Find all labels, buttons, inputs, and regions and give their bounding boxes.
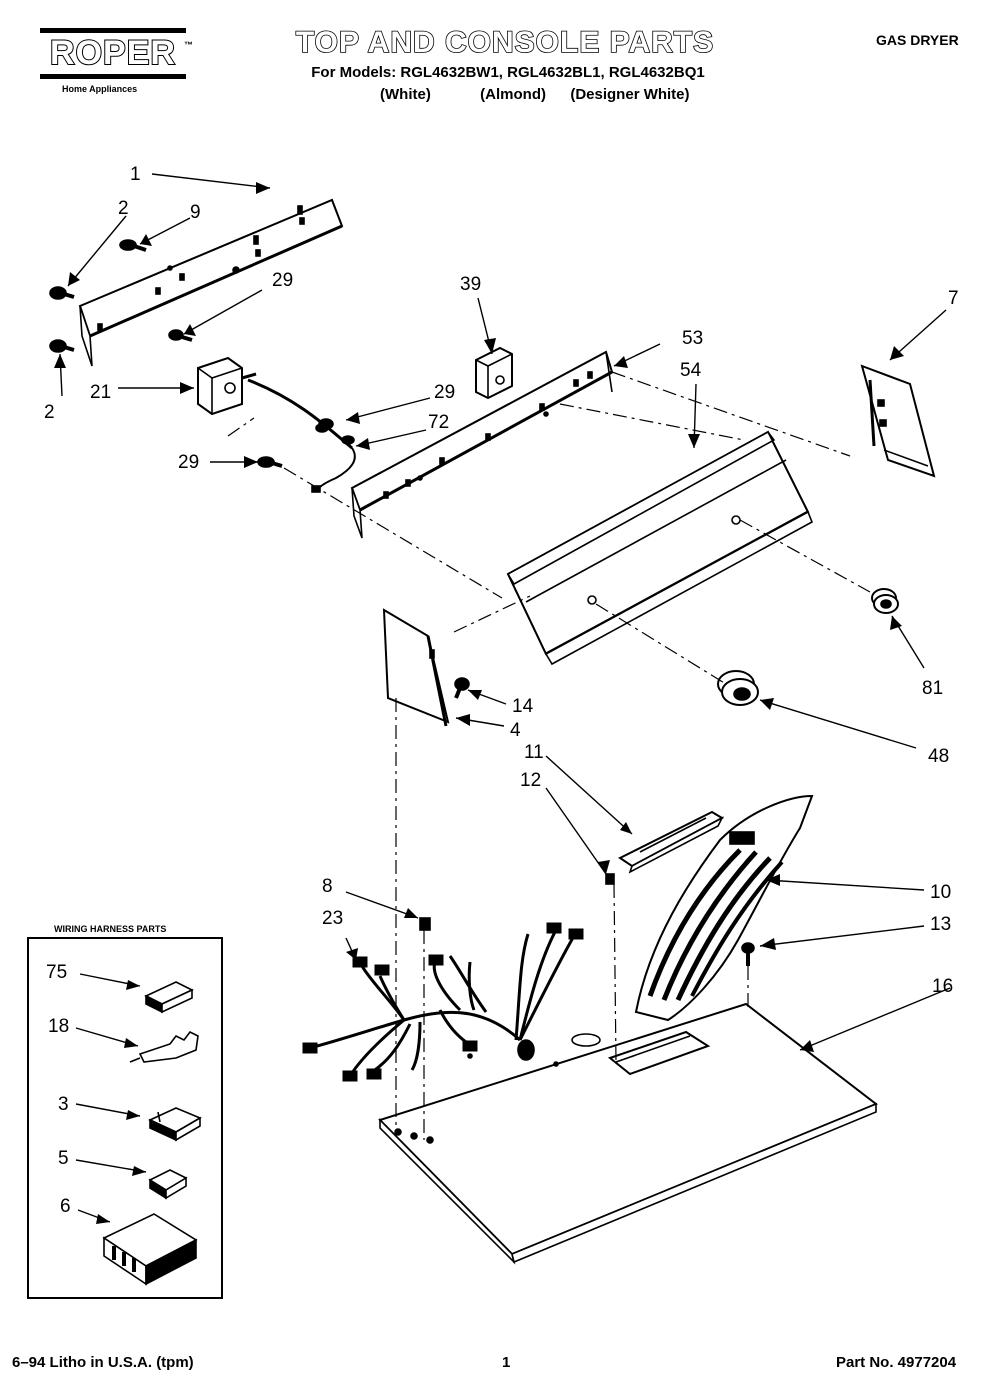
part-81-knob [871, 588, 899, 614]
part-16-top-panel [378, 1002, 878, 1265]
callout-53: 53 [682, 328, 703, 349]
screw-2-lower [49, 339, 75, 353]
harness-callout-75: 75 [46, 962, 67, 983]
harness-part-3 [148, 1107, 202, 1142]
color-almond: (Almond) [480, 86, 546, 103]
brand-name: ROPER [49, 34, 176, 72]
harness-callout-6: 6 [60, 1196, 71, 1217]
part-39-switch [475, 346, 513, 400]
harness-title: WIRING HARNESS PARTS [54, 924, 166, 934]
callout-48: 48 [928, 746, 949, 767]
part-53-console-bracket [350, 350, 614, 539]
screw-29-middle [318, 418, 334, 430]
part-72-wire-lead [247, 378, 356, 493]
color-designer-white: (Designer White) [570, 86, 690, 103]
roper-logo: ROPER [40, 28, 186, 80]
harness-part-75 [144, 981, 194, 1014]
wiring-harness-inset: WIRING HARNESS PARTS [27, 924, 223, 1299]
screw-2-upper [49, 286, 75, 300]
callout-leader-lines [59, 173, 951, 1051]
screw-29-upper [168, 329, 193, 342]
models-line: For Models: RGL4632BW1, RGL4632BL1, RGL4… [311, 64, 705, 81]
harness-callout-18: 18 [48, 1016, 69, 1037]
callout-29-upper: 29 [272, 270, 293, 291]
callout-2-lower: 2 [44, 402, 55, 423]
callout-4: 4 [510, 720, 521, 741]
screw-29-lower [257, 456, 283, 468]
page-number: 1 [502, 1354, 511, 1371]
assembly-guide-lines [227, 371, 871, 1140]
callout-7: 7 [948, 288, 959, 309]
product-type: GAS DRYER [876, 32, 959, 48]
part-14-screw [454, 677, 470, 699]
callout-1: 1 [130, 164, 141, 185]
callout-arrowheads [54, 182, 904, 1052]
harness-callout-3: 3 [58, 1094, 69, 1115]
screw-9 [119, 239, 147, 252]
callout-81: 81 [922, 678, 943, 699]
callout-13: 13 [930, 914, 951, 935]
callout-72: 72 [428, 412, 449, 433]
brand-subtitle: Home Appliances [62, 84, 138, 94]
harness-part-18 [129, 1030, 199, 1063]
part-8-clip [419, 917, 431, 931]
part-number: Part No. 4977204 [836, 1354, 957, 1371]
part-1-bracket-plate [78, 198, 344, 367]
part-11-cover [618, 810, 725, 874]
callout-10: 10 [930, 882, 951, 903]
part-4-side-panel [382, 608, 450, 727]
color-line: (White) (Almond) (Designer White) [380, 86, 740, 103]
litho-note: 6–94 Litho in U.S.A. (tpm) [12, 1354, 194, 1371]
callout-12: 12 [520, 770, 541, 791]
harness-part-6 [102, 1213, 198, 1286]
callout-39: 39 [460, 274, 481, 295]
part-54-console-panel [506, 430, 814, 666]
logo-bar-top [40, 28, 186, 33]
logo-bar-bottom [40, 74, 186, 79]
callout-2-upper: 2 [118, 198, 129, 219]
callout-29-lower: 29 [178, 452, 199, 473]
part-12-screw [605, 873, 615, 885]
part-21-timer [197, 356, 257, 416]
part-10-control-board [634, 794, 814, 1022]
harness-callout-5: 5 [58, 1148, 69, 1169]
callout-23: 23 [322, 908, 343, 929]
callout-9: 9 [190, 202, 201, 223]
part-7-end-bracket [860, 364, 936, 478]
callout-11: 11 [524, 742, 544, 763]
part-48-timer-knob [717, 670, 759, 706]
harness-part-5 [148, 1169, 188, 1200]
callout-16: 16 [932, 976, 953, 997]
color-white: (White) [380, 86, 431, 103]
callout-21: 21 [90, 382, 111, 403]
part-13-screw [741, 942, 755, 966]
page-title: TOP AND CONSOLE PARTS [295, 25, 715, 60]
part-23-wiring-harness [302, 922, 584, 1082]
callout-14: 14 [512, 696, 534, 717]
callout-54: 54 [680, 360, 702, 381]
callout-29-middle: 29 [434, 382, 455, 403]
callout-8: 8 [322, 876, 333, 897]
brand-trademark: ™ [184, 40, 193, 50]
